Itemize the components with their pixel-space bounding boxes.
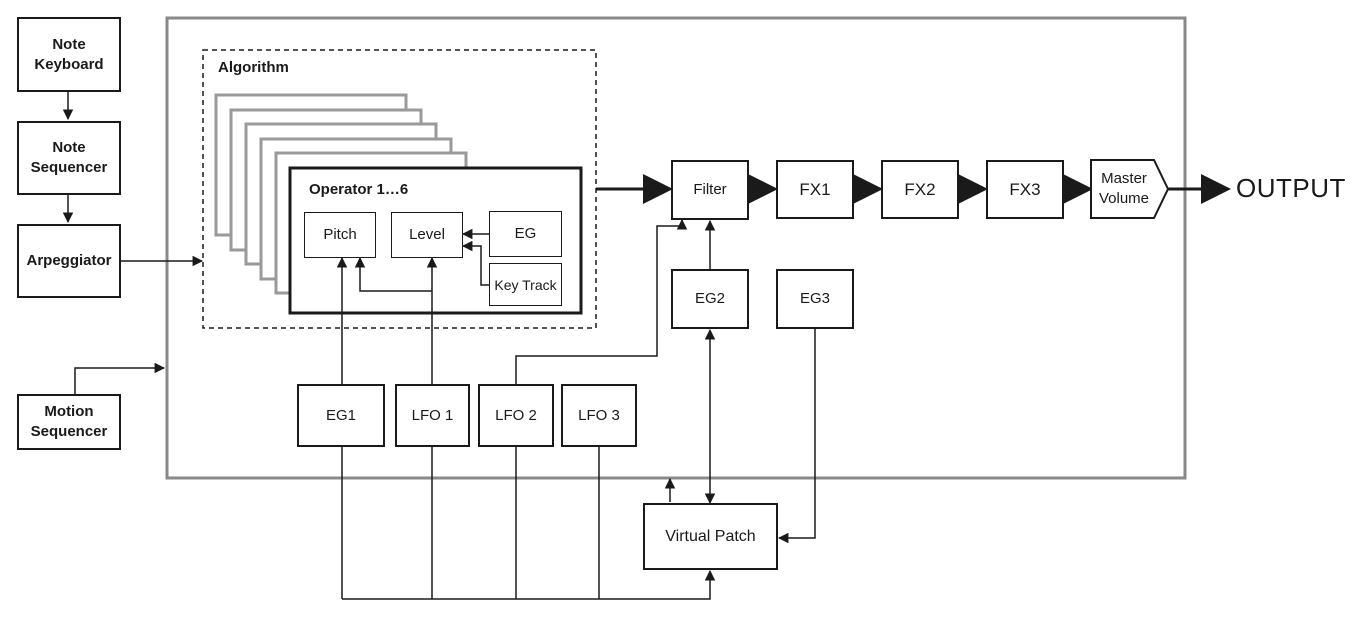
fx1-block: FX1 bbox=[776, 160, 854, 219]
eg3-block: EG3 bbox=[776, 269, 854, 329]
pitch-block: Pitch bbox=[304, 212, 376, 258]
master-volume-shape bbox=[1090, 159, 1170, 219]
arpeggiator-block: Arpeggiator bbox=[17, 224, 121, 298]
eg-block: EG bbox=[489, 211, 562, 257]
note-sequencer-block: Note Sequencer bbox=[17, 121, 121, 195]
lfo1-block: LFO 1 bbox=[395, 384, 470, 447]
virtual-patch-block: Virtual Patch bbox=[643, 503, 778, 570]
filter-block: Filter bbox=[671, 160, 749, 220]
motion-sequencer-block: Motion Sequencer bbox=[17, 394, 121, 450]
arrow-keytrack-to-level bbox=[461, 240, 489, 286]
algorithm-title: Algorithm bbox=[218, 59, 289, 76]
fx3-block: FX3 bbox=[986, 160, 1064, 219]
arrow-motion-to-engine bbox=[74, 362, 166, 394]
fx2-block: FX2 bbox=[881, 160, 959, 219]
key-track-block: Key Track bbox=[489, 263, 562, 306]
level-block: Level bbox=[391, 212, 463, 258]
bus-to-virtual-patch bbox=[342, 569, 716, 600]
eg1-block: EG1 bbox=[297, 384, 385, 447]
eg2-block: EG2 bbox=[671, 269, 749, 329]
arrow-lfo1-to-pitch bbox=[354, 256, 432, 292]
arrow-lfo2-to-filter bbox=[515, 218, 688, 384]
master-volume-label: Master Volume bbox=[1098, 170, 1150, 207]
engine-frame bbox=[165, 16, 1187, 480]
output-label: OUTPUT bbox=[1236, 173, 1346, 203]
lfo2-block: LFO 2 bbox=[478, 384, 554, 447]
arrow-eg3-to-virtual-patch bbox=[777, 329, 816, 544]
note-keyboard-block: Note Keyboard bbox=[17, 17, 121, 92]
operator-title: Operator 1…6 bbox=[309, 181, 409, 198]
lfo3-block: LFO 3 bbox=[561, 384, 637, 447]
